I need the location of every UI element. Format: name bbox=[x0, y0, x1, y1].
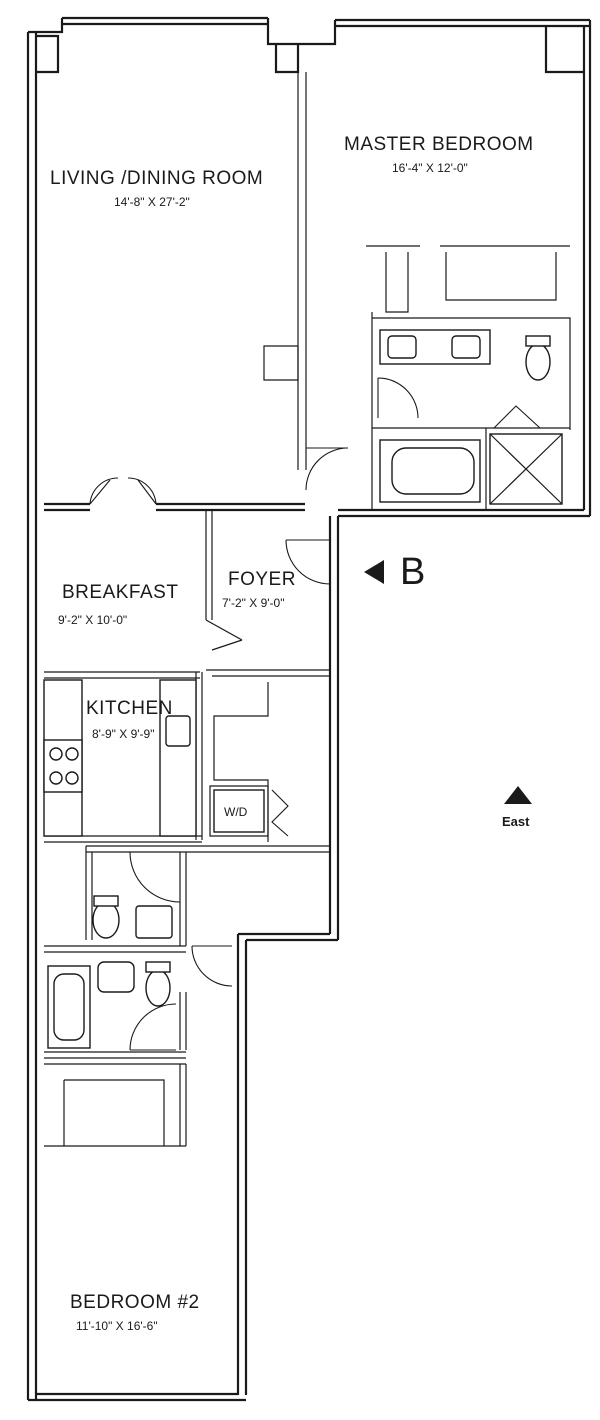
east-arrow-icon bbox=[504, 786, 532, 804]
doors bbox=[89, 377, 541, 1051]
toilet-icon bbox=[145, 969, 171, 1007]
master-bedroom-dims: 16'-4" X 12'-0" bbox=[392, 161, 468, 175]
sink-icon bbox=[135, 905, 173, 939]
foyer-name: FOYER bbox=[228, 569, 296, 590]
kitchen-sink-icon bbox=[165, 715, 191, 747]
exterior-walls bbox=[26, 16, 592, 1402]
bedroom2-name: BEDROOM #2 bbox=[70, 1292, 200, 1313]
sink-icon bbox=[97, 961, 135, 993]
breakfast-dims: 9'-2" X 10'-0" bbox=[58, 613, 127, 627]
master-bedroom-name: MASTER BEDROOM bbox=[344, 134, 534, 155]
entry-label: B bbox=[400, 551, 425, 593]
kitchen-counter bbox=[159, 679, 197, 837]
kitchen-name: KITCHEN bbox=[86, 698, 173, 719]
entry-arrow-icon bbox=[364, 560, 384, 584]
living-room-dims: 14'-8" X 27'-2" bbox=[114, 195, 190, 209]
washer-dryer-label: W/D bbox=[224, 805, 248, 819]
toilet-icon bbox=[92, 901, 120, 939]
breakfast-name: BREAKFAST bbox=[62, 582, 178, 603]
sink-icon bbox=[387, 335, 417, 359]
fixtures bbox=[43, 329, 563, 1049]
kitchen-dims: 8'-9" X 9'-9" bbox=[92, 727, 154, 741]
bedroom2-dims: 11'-10" X 16'-6" bbox=[76, 1319, 158, 1333]
sink-icon bbox=[451, 335, 481, 359]
washer-dryer bbox=[213, 789, 265, 833]
foyer-dims: 7'-2" X 9'-0" bbox=[222, 596, 284, 610]
interior-walls bbox=[44, 72, 571, 1147]
stove-icon bbox=[43, 739, 83, 793]
living-room-name: LIVING /DINING ROOM bbox=[50, 168, 263, 189]
toilet-icon bbox=[525, 343, 551, 381]
orientation-label: East bbox=[502, 814, 530, 829]
